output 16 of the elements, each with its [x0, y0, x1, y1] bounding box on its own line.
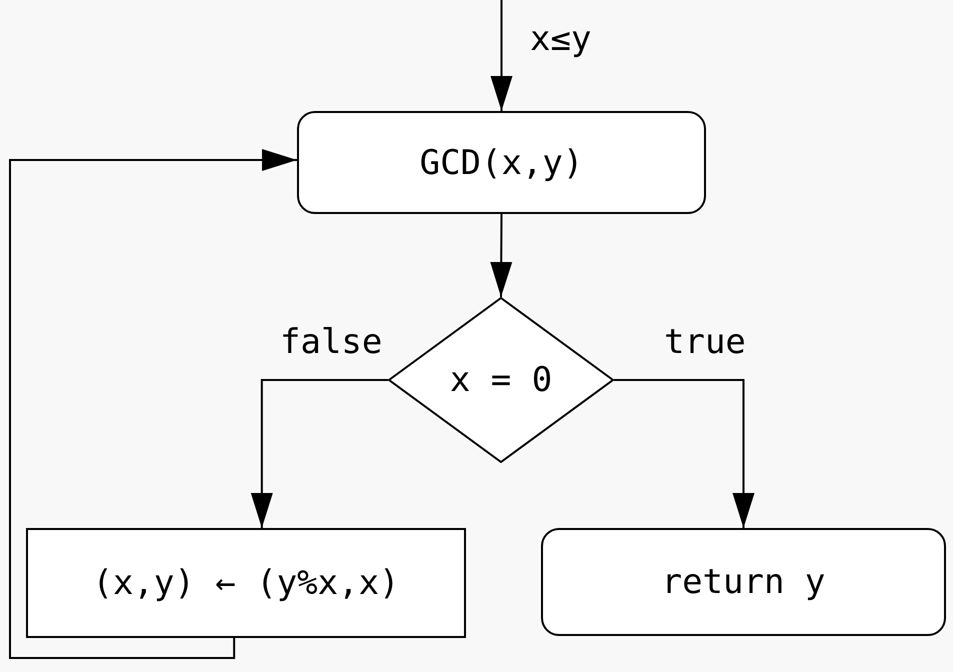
arrow [9, 149, 297, 659]
process-box [26, 528, 466, 638]
arrow [614, 379, 754, 528]
node-label: x = 0 [450, 363, 552, 397]
arrow [490, 0, 512, 111]
arrow [250, 379, 388, 528]
process-box [297, 111, 706, 214]
decision-diamond [388, 297, 614, 463]
edge-label: x≤y [530, 22, 592, 56]
arrow [490, 214, 512, 297]
node-label: (x,y) ← (y%x,x) [92, 566, 400, 600]
edge-label: true [664, 325, 746, 359]
node-label: GCD(x,y) [420, 146, 584, 180]
process-box [541, 528, 946, 636]
edge-label: false [280, 325, 382, 359]
node-label: return y [662, 565, 826, 599]
